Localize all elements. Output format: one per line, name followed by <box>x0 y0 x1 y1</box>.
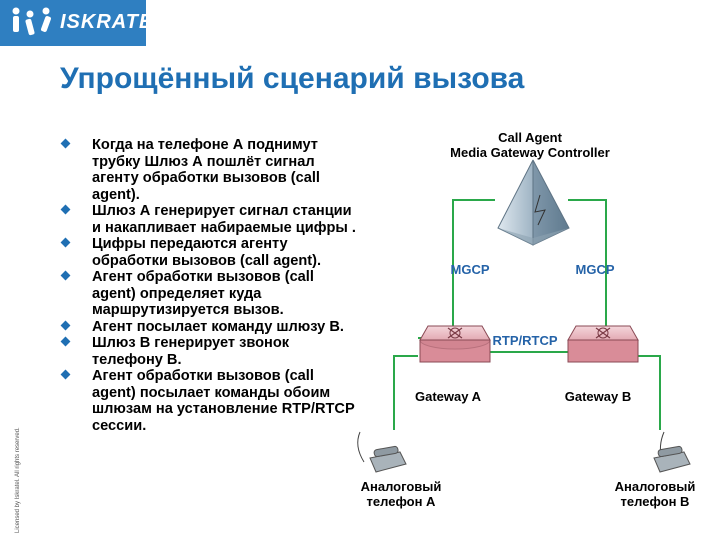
phone-b-link <box>628 355 661 430</box>
bullet-item: Агент обработки вызовов (call agent) опр… <box>60 269 360 319</box>
logo-figures-icon <box>12 7 51 36</box>
call-agent-pyramid-icon[interactable] <box>497 159 570 246</box>
call-agent-label: Call Agent Media Gateway Controller <box>450 130 610 160</box>
phone-b-label: Аналоговый телефон В <box>614 479 696 509</box>
bullet-item: Когда на телефоне А поднимут трубку Шлюз… <box>60 137 360 203</box>
header-bar: ISKRATEL <box>0 0 720 46</box>
page-title: Упрощённый сценарий вызова <box>60 62 525 95</box>
mgcp-label-a: MGCP <box>450 262 490 277</box>
analog-phone-b-icon[interactable] <box>653 431 691 473</box>
rtp-label: RTP/RTCP <box>492 333 558 348</box>
bullet-item: Цифры передаются агенту обработки вызово… <box>60 236 360 269</box>
gateway-a-label: Gateway A <box>415 389 481 404</box>
bullet-list: Когда на телефоне А поднимут трубку Шлюз… <box>60 137 360 434</box>
gateway-a-icon[interactable] <box>419 325 491 363</box>
bullet-item: Агент посылает команду шлюзу В. <box>60 319 360 336</box>
bullet-item: Шлюз В генерирует звонок телефону В. <box>60 335 360 368</box>
phone-a-link <box>393 355 418 430</box>
bullet-item: Агент обработки вызовов (call agent) пос… <box>60 368 360 434</box>
brand-logo[interactable]: ISKRATEL <box>0 0 166 46</box>
gateway-b-label: Gateway B <box>564 389 632 404</box>
phone-a-label: Аналоговый телефон А <box>360 479 442 509</box>
analog-phone-a-icon[interactable] <box>357 431 407 473</box>
bullet-item: Шлюз А генерирует сигнал станции и накап… <box>60 203 360 236</box>
mgcp-label-b: MGCP <box>575 262 615 277</box>
brand-name: ISKRATEL <box>60 11 167 33</box>
gateway-b-icon[interactable] <box>567 325 639 363</box>
